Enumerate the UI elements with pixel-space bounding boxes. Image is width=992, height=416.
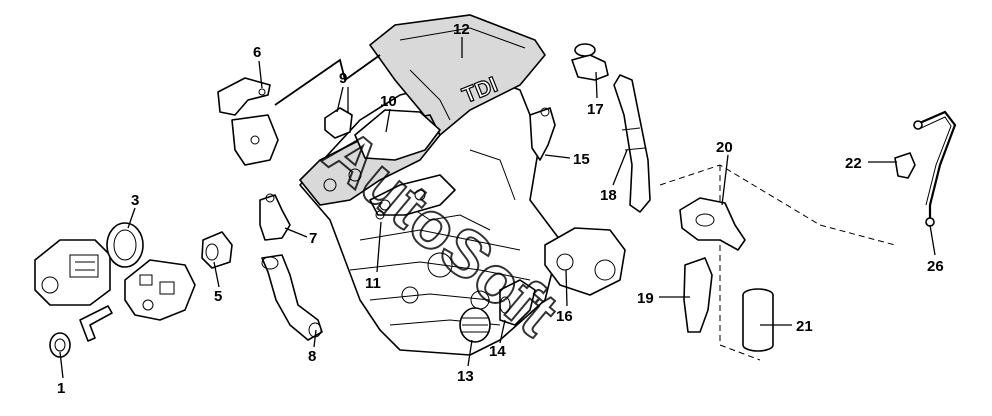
callout-10: 10 [380, 93, 397, 110]
part-16-pump [544, 227, 626, 296]
callout-15: 15 [573, 151, 590, 168]
callout-11: 11 [365, 275, 381, 292]
l-pipe [79, 305, 113, 342]
callout-19: 19 [637, 290, 654, 307]
part-15-sensor [529, 107, 556, 161]
part-14-housing [499, 279, 536, 326]
callouts: 1 3 5 6 7 8 9 10 11 12 13 14 15 16 17 18… [57, 21, 944, 397]
part-5-bushing [201, 231, 233, 269]
callout-6: 6 [253, 44, 261, 61]
pump-body [124, 259, 196, 321]
part-20-flange [679, 197, 746, 251]
callout-7: 7 [309, 230, 317, 247]
callout-17: 17 [587, 101, 604, 118]
part-22-plug [894, 152, 916, 179]
callout-26: 26 [927, 258, 944, 275]
callout-14: 14 [489, 343, 506, 360]
leader-lines [59, 37, 936, 379]
dashed-boundary [659, 164, 896, 361]
part-13-filter [459, 307, 491, 343]
part-3-ring [106, 222, 144, 268]
callout-9: 9 [339, 70, 347, 87]
part-8-pipe [261, 254, 323, 341]
callout-8: 8 [308, 348, 316, 365]
callout-13: 13 [457, 368, 474, 385]
part-1-cap [49, 332, 71, 358]
part-19-bracket [683, 257, 713, 333]
callout-12: 12 [453, 21, 470, 38]
callout-20: 20 [716, 139, 733, 156]
part-9-fitting [324, 107, 353, 139]
part-6-bracket [217, 77, 279, 166]
callout-18: 18 [600, 187, 617, 204]
callout-16: 16 [556, 308, 573, 325]
manifold [298, 109, 456, 220]
part-7-sensor [259, 193, 291, 241]
part-17-valve [571, 43, 609, 81]
part-21-cylinder [742, 288, 774, 352]
part-18-hose [613, 74, 651, 213]
left-pump-assembly [34, 239, 111, 306]
part-26-line [913, 110, 957, 227]
callout-21: 21 [796, 318, 813, 335]
callout-5: 5 [214, 288, 222, 305]
callout-3: 3 [131, 192, 139, 209]
callout-22: 22 [845, 155, 862, 172]
callout-1: 1 [57, 380, 65, 397]
